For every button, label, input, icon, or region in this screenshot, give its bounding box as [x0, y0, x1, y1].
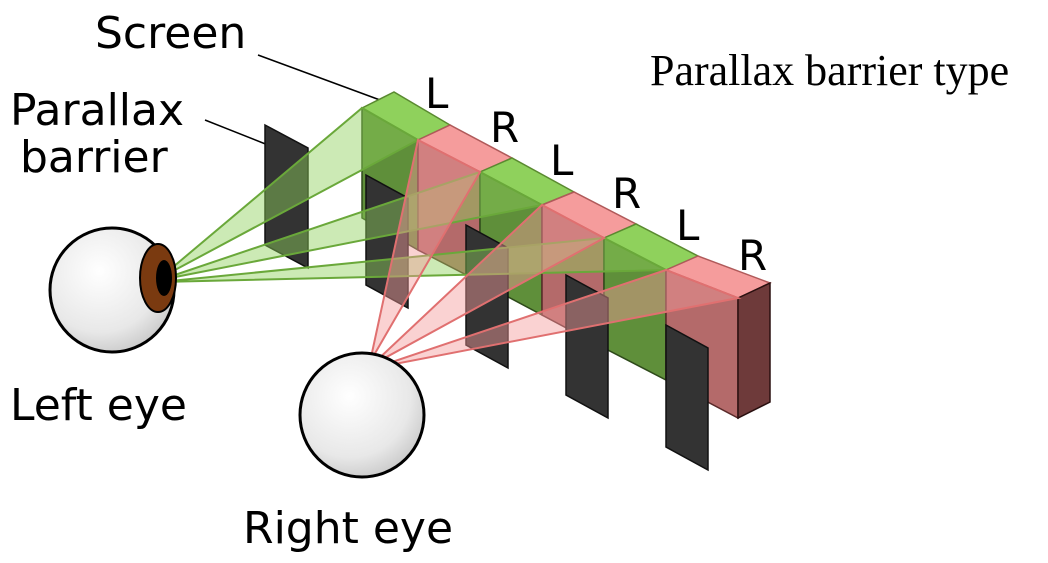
barrier-slat	[365, 173, 409, 310]
left-eye-icon	[48, 226, 177, 354]
right-eye-label: Right eye	[243, 503, 453, 554]
screen-pointer-line	[257, 54, 381, 101]
left-eye-rays	[159, 106, 667, 283]
right-eye-rays	[369, 138, 742, 369]
pixel-letter-3: L	[550, 136, 574, 185]
screen-label: Screen	[95, 8, 246, 59]
pixel-letters: L R L R L R	[425, 69, 767, 280]
barrier-slat	[665, 323, 709, 472]
pixel-letter-5: L	[676, 201, 700, 250]
pixel-letter-1: L	[425, 69, 449, 118]
screen-end-face	[737, 281, 771, 420]
pixel-letter-2: R	[490, 103, 519, 152]
barrier-slat	[465, 223, 509, 370]
left-eye-label: Left eye	[10, 380, 187, 431]
barrier-label-line2: barrier	[20, 132, 169, 183]
parallax-barrier	[264, 123, 709, 472]
pixel-letter-6: R	[738, 231, 767, 280]
barrier-pointer-line	[204, 119, 269, 146]
pixel-letter-4: R	[612, 169, 641, 218]
screen-strip	[360, 91, 772, 299]
barrier-slat	[565, 273, 609, 420]
diagram-title: Parallax barrier type	[650, 46, 1009, 95]
barrier-label-line1: Parallax	[10, 85, 184, 136]
right-eye-icon	[298, 351, 426, 479]
